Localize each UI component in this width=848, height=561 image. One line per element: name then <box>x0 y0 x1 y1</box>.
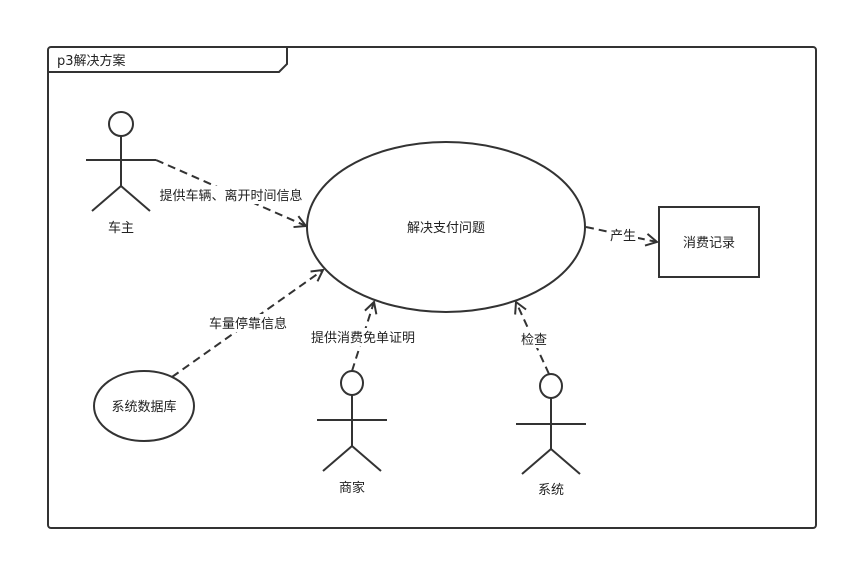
frame-border <box>47 46 817 529</box>
actor-system-label: 系统 <box>538 483 564 498</box>
actor-owner[interactable]: 车主 <box>86 111 156 236</box>
edge-record-label: 产生 <box>610 229 636 244</box>
actor-head <box>539 373 563 399</box>
edge-label-bg <box>308 328 418 346</box>
actor-owner-label: 车主 <box>108 220 134 236</box>
frame-title: p3解决方案 <box>57 53 126 69</box>
actor-right-leg <box>120 185 151 212</box>
usecase-database-ellipse <box>93 370 195 442</box>
usecase-main[interactable]: 解决支付问题 <box>306 141 586 313</box>
actor-head <box>108 111 134 137</box>
frame-tab <box>48 47 288 73</box>
frame: p3解决方案 <box>47 46 817 529</box>
box-record-label: 消费记录 <box>683 236 735 251</box>
edge-label-bg <box>158 186 306 204</box>
actor-system[interactable]: 系统 <box>516 373 586 498</box>
edge-label-bg <box>206 314 290 332</box>
edge-merchant-to-main: 提供消费免单证明 <box>308 302 418 372</box>
edge-system-to-main: 检查 <box>516 302 550 375</box>
actor-right-leg <box>351 445 382 472</box>
usecase-database-label: 系统数据库 <box>111 399 176 415</box>
usecase-main-label: 解决支付问题 <box>407 221 485 236</box>
edge-owner-to-main: 提供车辆、离开时间信息 <box>155 159 306 226</box>
edge-label-bg <box>518 330 550 348</box>
edge-owner-label: 提供车辆、离开时间信息 <box>159 188 302 204</box>
actor-left-leg <box>322 445 353 472</box>
edge-db-to-main: 车量停靠信息 <box>171 270 323 378</box>
edge-main-to-record: 产生 <box>585 226 657 244</box>
actor-merchant-label: 商家 <box>339 480 365 496</box>
actor-right-leg <box>550 448 581 475</box>
actor-merchant[interactable]: 商家 <box>317 370 387 496</box>
edge-system-label: 检查 <box>521 333 547 348</box>
edge-db-label: 车量停靠信息 <box>209 316 287 332</box>
box-record[interactable]: 消费记录 <box>658 206 760 278</box>
actor-head <box>340 370 364 396</box>
actor-left-leg <box>521 448 552 475</box>
edge-label-bg <box>608 226 638 244</box>
usecase-database[interactable]: 系统数据库 <box>93 370 195 442</box>
edge-merchant-label: 提供消费免单证明 <box>311 330 415 346</box>
actor-left-leg <box>91 185 122 212</box>
